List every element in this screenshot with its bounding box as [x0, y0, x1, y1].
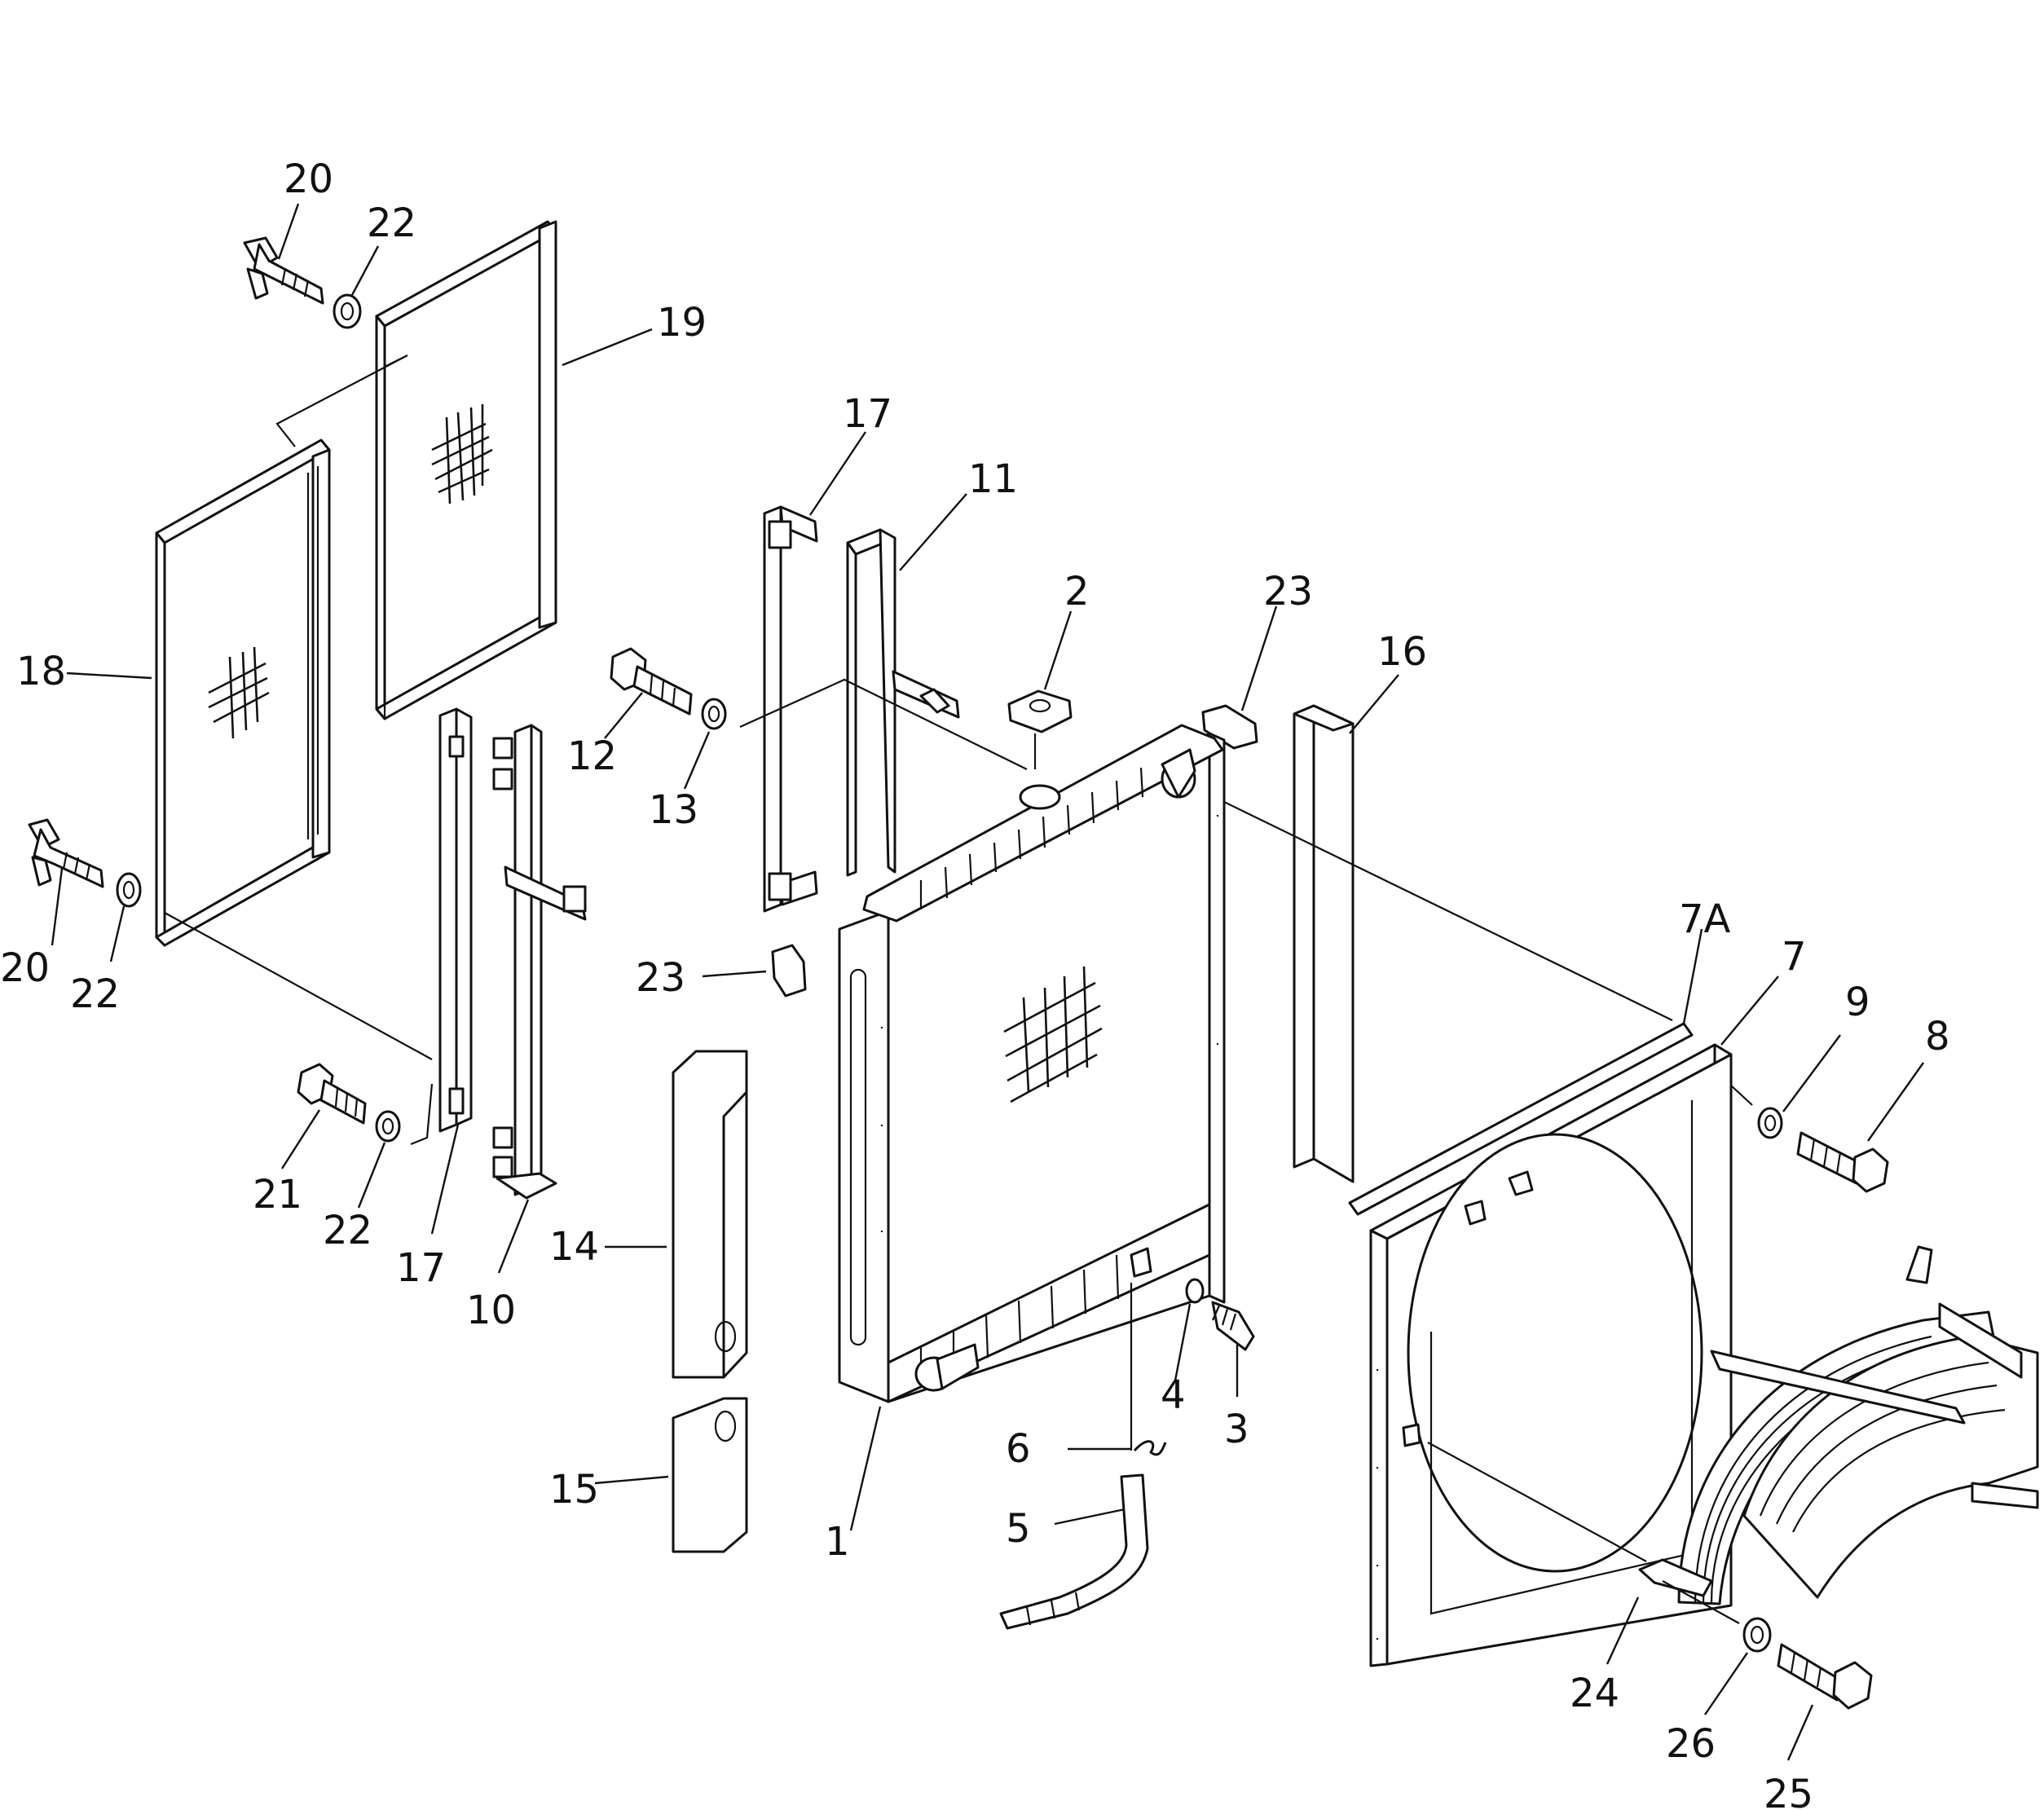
- bolt-part-21: [297, 1063, 367, 1125]
- washer-part-9: [1757, 1107, 1783, 1139]
- callout-20-lower: 20: [0, 945, 50, 991]
- callout-16: 16: [1377, 629, 1427, 675]
- bolt-part-8: [1796, 1131, 1889, 1193]
- callout-11: 11: [968, 456, 1018, 502]
- leader-lines: [51, 203, 1924, 1761]
- fan-guard-part-24: [1638, 1245, 2039, 1605]
- support-part-10: [492, 724, 587, 1200]
- washer-part-22-upper: [333, 293, 362, 329]
- wing-bolt-part-20-upper: [243, 236, 324, 305]
- callout-20-upper: 20: [284, 156, 333, 202]
- callout-3: 3: [1224, 1407, 1249, 1452]
- callout-17-rear: 17: [843, 391, 892, 437]
- bolt-part-25: [1777, 1643, 1873, 1710]
- washer-part-26: [1742, 1617, 1772, 1653]
- radiator-core-part-1: [838, 724, 1226, 1403]
- callout-22-lower: 22: [70, 971, 120, 1017]
- pad-part-23-lower: [771, 944, 807, 997]
- screen-frame-part-19: [375, 220, 557, 720]
- assembly-guide-line: [164, 912, 433, 1060]
- support-part-11: [846, 528, 960, 877]
- assembly-guide-line: [1427, 1442, 1647, 1562]
- pad-part-23-upper: [1201, 704, 1258, 750]
- callout-6: 6: [1006, 1426, 1031, 1472]
- callout-25: 25: [1764, 1772, 1813, 1810]
- clamp-part-6: [1130, 1283, 1167, 1456]
- callout-22-bottom: 22: [323, 1208, 372, 1253]
- block-part-15: [672, 1397, 748, 1553]
- callout-10: 10: [466, 1288, 516, 1333]
- seal-strip-part-7A: [1348, 1022, 1694, 1216]
- wing-bolt-part-20-lower: [28, 818, 104, 888]
- drain-valve-part-3: [1211, 1301, 1255, 1351]
- callout-4: 4: [1161, 1372, 1186, 1418]
- callout-5: 5: [1006, 1506, 1031, 1552]
- bracket-part-17-front: [410, 707, 473, 1146]
- callout-14: 14: [549, 1224, 599, 1270]
- callout-18: 18: [16, 649, 66, 694]
- callout-1: 1: [825, 1519, 850, 1565]
- washer-part-22-bottom: [375, 1110, 401, 1143]
- radiator-cap-part-2: [1007, 689, 1073, 769]
- washer-part-13: [701, 698, 727, 730]
- core-mesh-icon: [1003, 966, 1103, 1103]
- callout-21: 21: [253, 1172, 302, 1218]
- callout-7A: 7A: [1679, 896, 1731, 942]
- callout-8: 8: [1925, 1014, 1950, 1059]
- hose-part-5: [999, 1473, 1149, 1630]
- callout-26: 26: [1666, 1721, 1716, 1767]
- callout-19: 19: [657, 300, 707, 346]
- callout-23-upper: 23: [1263, 569, 1313, 614]
- callout-labels: 20 22 19 17 11 2 23 16 18 12 13 20 22 23…: [0, 156, 1950, 1810]
- callout-23-lower: 23: [636, 955, 685, 1001]
- callout-13: 13: [649, 787, 698, 833]
- callout-24: 24: [1570, 1671, 1619, 1716]
- seal-part-16: [1293, 704, 1355, 1183]
- washer-part-22-lower: [116, 872, 142, 908]
- screen-frame-part-18: [155, 438, 331, 947]
- callout-15: 15: [549, 1467, 599, 1513]
- o-ring-part-4: [1185, 1278, 1205, 1304]
- assembly-guide-line: [739, 678, 1028, 770]
- bolt-part-12: [610, 647, 693, 716]
- screen-mesh-icon: [431, 404, 493, 504]
- assembly-guide-line: [1662, 1580, 1740, 1624]
- callout-22-upper: 22: [367, 200, 416, 246]
- bracket-part-17-rear: [763, 505, 818, 913]
- assembly-guide-line: [1223, 801, 1673, 1021]
- callout-7: 7: [1782, 934, 1807, 980]
- screen-mesh-icon: [208, 646, 270, 739]
- assembly-guide-line: [1730, 1085, 1753, 1106]
- callout-12: 12: [567, 733, 617, 779]
- fan-shroud-part-7: [1369, 1043, 1733, 1667]
- block-part-14: [672, 1050, 748, 1379]
- callout-17-front: 17: [396, 1245, 446, 1291]
- assembly-guide-line: [275, 355, 408, 447]
- callout-2: 2: [1064, 569, 1090, 614]
- callout-9: 9: [1845, 980, 1870, 1025]
